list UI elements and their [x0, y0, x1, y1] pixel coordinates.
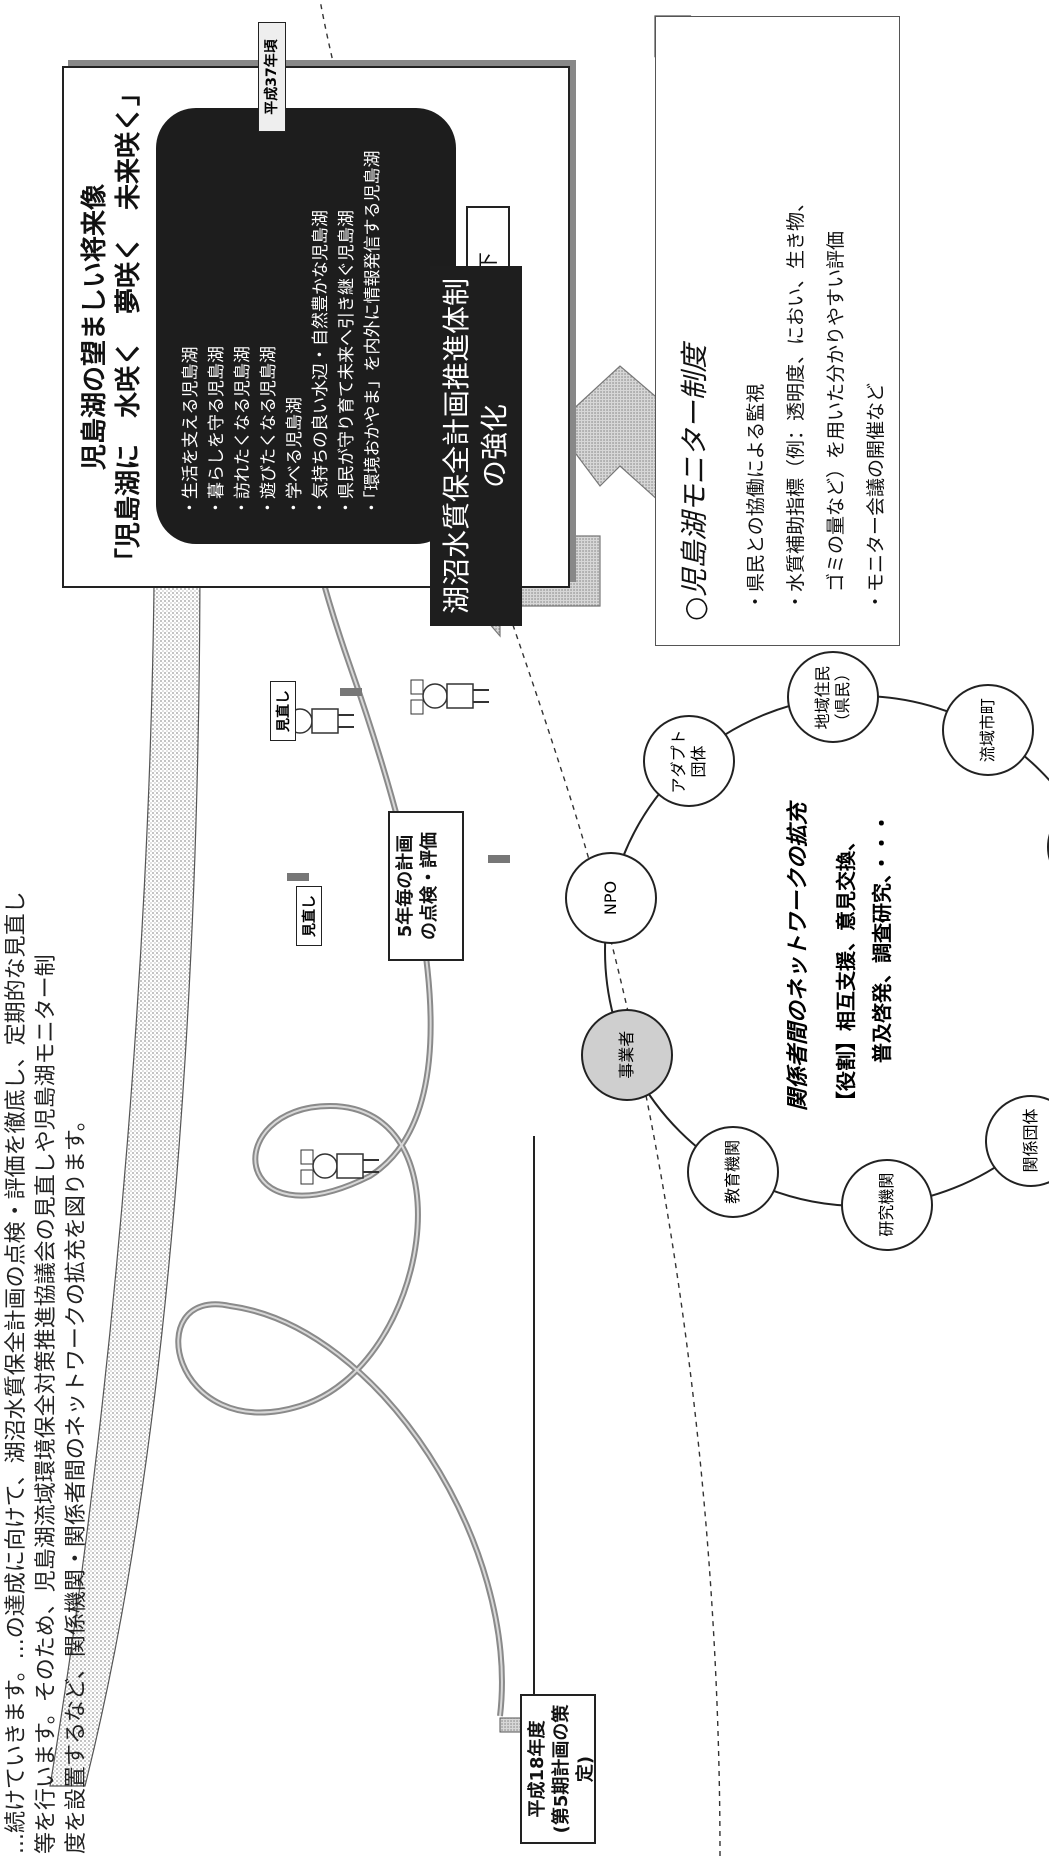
network-node: 地域住民（県民） — [787, 651, 880, 744]
network-node: 流域市町 — [941, 684, 1034, 777]
network-node: アダプト団体 — [643, 715, 736, 808]
network-node: 教育機関 — [686, 1125, 779, 1218]
network-node: 事業者 — [581, 1008, 674, 1101]
network-node: 関係団体 — [984, 1094, 1049, 1187]
walker-figure-1 — [300, 1149, 379, 1185]
dashed-divider — [319, 0, 721, 1857]
network-node: 研究機関 — [840, 1158, 933, 1251]
walker-figure-3 — [410, 679, 489, 715]
network-node: NPO — [564, 851, 657, 944]
